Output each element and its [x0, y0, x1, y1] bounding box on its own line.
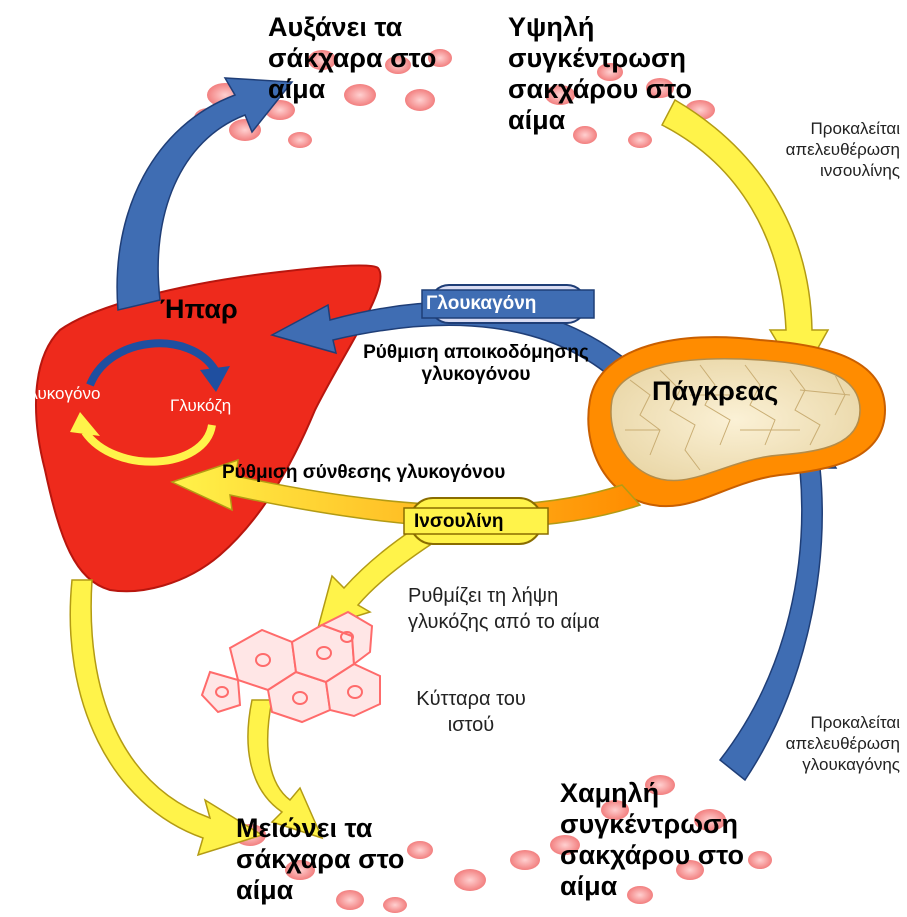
causes-glucagon-label: Προκαλείται απελευθέρωση γλουκαγόνης	[785, 713, 900, 774]
low-sugar-label: Χαμηλή συγκέντρωση σακχάρου στο αίμα	[560, 778, 744, 901]
liver-to-raise-sugar-arrow	[116, 77, 294, 311]
insulin-to-cells-arrow	[316, 527, 432, 630]
insulin-capsule	[403, 497, 549, 545]
insulin-label: Ινσουλίνη	[414, 511, 504, 532]
uptake-label: Ρυθμίζει τη λήψη γλυκόζης από το αίμα	[408, 585, 600, 633]
glucose-label: Γλυκόζη	[170, 396, 232, 415]
causes-insulin-label: Προκαλείται απελευθέρωση ινσουλίνης	[785, 119, 900, 180]
blood-cells-bottom-left	[234, 824, 540, 913]
cells-to-lower-sugar-arrow	[247, 699, 324, 840]
glycogen-synthesis-label: Ρύθμιση σύνθεσης γλυκογόνου	[222, 462, 506, 483]
lowers-sugar-label: Μειώνει τα σάκχαρα στο αίμα	[236, 813, 405, 905]
pancreas-texture	[625, 364, 851, 471]
cycle-arrow-blue	[86, 339, 219, 387]
liver-to-lower-sugar-arrow	[69, 579, 264, 857]
cycle-arrowhead-yellow	[70, 412, 100, 436]
tissue-cells	[200, 610, 381, 724]
glucagon-label: Γλουκαγόνη	[426, 293, 537, 314]
glycogen-breakdown-label: Ρύθμιση αποικοδόμησης γλυκογόνου	[363, 342, 589, 385]
glycogen-label: Γλυκογόνο	[20, 384, 101, 403]
tissue-cells-label: Κύτταρα του ιστού	[416, 688, 526, 736]
high-sugar-label: Υψηλή συγκέντρωση σακχάρου στο αίμα	[508, 12, 692, 135]
tissue-nuclei	[215, 631, 363, 705]
cycle-arrowhead-blue	[200, 366, 230, 392]
raises-sugar-label: Αυξάνει τα σάκχαρα στο αίμα	[268, 12, 437, 104]
pancreas-label: Πάγκρεας	[652, 376, 779, 406]
pancreas	[587, 336, 887, 508]
blood-cells-bottom-right	[550, 775, 772, 904]
cycle-arrow-yellow	[81, 423, 216, 466]
liver-label: Ήπαρ	[160, 294, 238, 324]
glucagon-capsule	[421, 284, 595, 324]
low-sugar-to-pancreas-arrow	[718, 418, 838, 782]
